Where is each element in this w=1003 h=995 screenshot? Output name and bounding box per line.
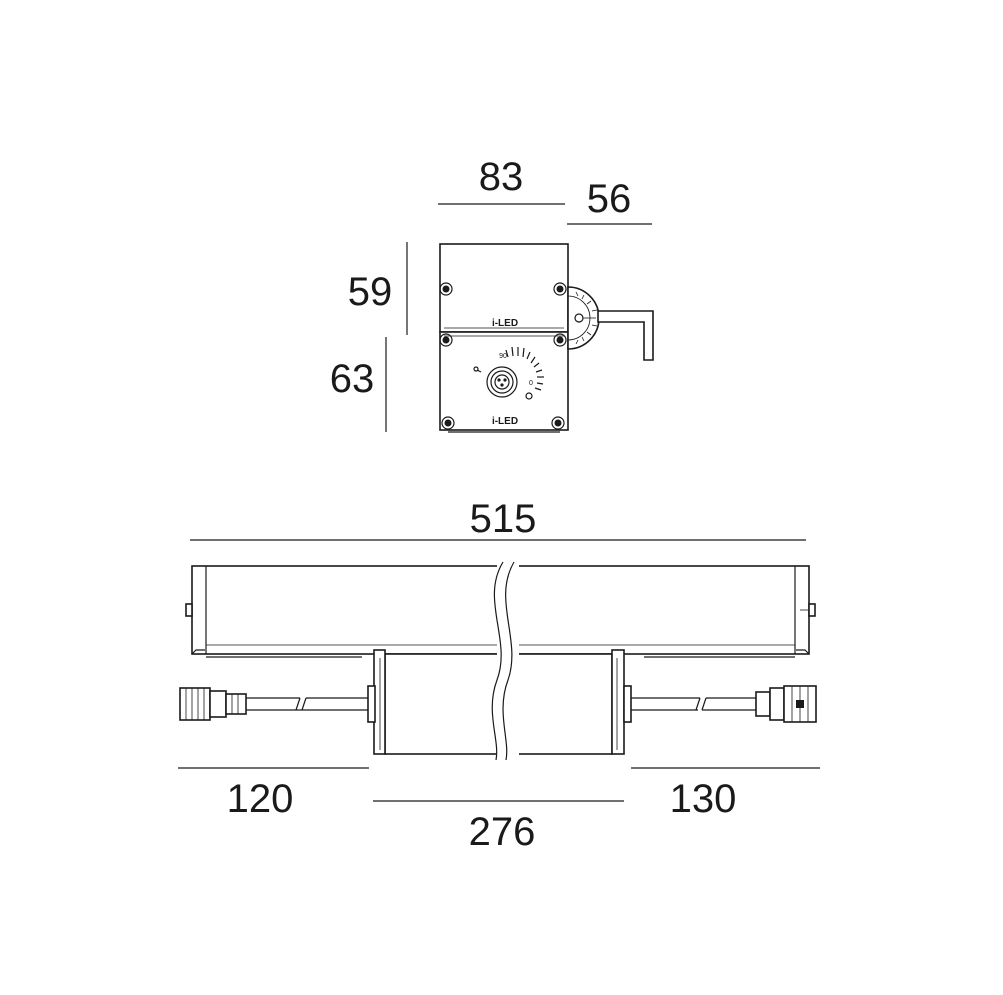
dim-130: 130 xyxy=(670,777,737,821)
end-cap-right xyxy=(808,603,816,617)
dim-59: 59 xyxy=(348,270,393,314)
dim-120: 120 xyxy=(227,777,294,821)
dial-label-0: 0 xyxy=(529,380,533,387)
dim-56: 56 xyxy=(587,177,632,221)
brand-logo-bottom: i-LED xyxy=(492,416,518,427)
break-line-right xyxy=(502,561,515,761)
housing-upper xyxy=(439,243,569,333)
tilt-scale xyxy=(505,346,544,391)
connector-icon xyxy=(473,366,518,398)
dim-515: 515 xyxy=(470,497,537,541)
cable-right xyxy=(631,697,756,711)
dim-63: 63 xyxy=(330,357,375,401)
cable-left xyxy=(246,697,368,711)
break-gap xyxy=(497,560,519,760)
adjustment-dial-icon xyxy=(567,286,654,361)
end-view: 83 56 59 63 i-LED i-LED xyxy=(330,155,654,433)
side-view: 515 xyxy=(178,497,820,854)
brand-logo-top: i-LED xyxy=(492,318,518,329)
connector-plug-left-icon xyxy=(179,687,247,721)
dim-83: 83 xyxy=(479,155,524,199)
bracket-right xyxy=(611,649,625,755)
end-cap-left xyxy=(185,603,193,617)
screw-icon xyxy=(439,282,567,430)
dim-276: 276 xyxy=(469,810,536,854)
connector-plug-right-icon xyxy=(755,685,817,723)
break-line-left xyxy=(491,561,504,761)
dial-label-90: 90 xyxy=(499,353,507,360)
